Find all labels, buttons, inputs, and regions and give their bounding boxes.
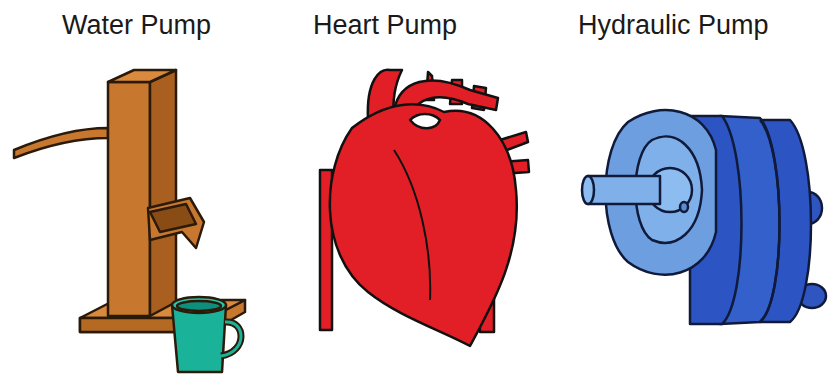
pump-label: Water Pump	[62, 8, 211, 42]
label-slot: Hydraulic Pump	[578, 8, 769, 42]
pump-label: Hydraulic Pump	[578, 8, 769, 42]
pump-label: Heart Pump	[313, 8, 457, 42]
label-slot: Water Pump	[62, 8, 211, 42]
label-slot: Heart Pump	[313, 8, 457, 42]
hydraulic-pump	[582, 110, 826, 324]
heart	[320, 70, 529, 346]
water-pump	[14, 70, 245, 372]
